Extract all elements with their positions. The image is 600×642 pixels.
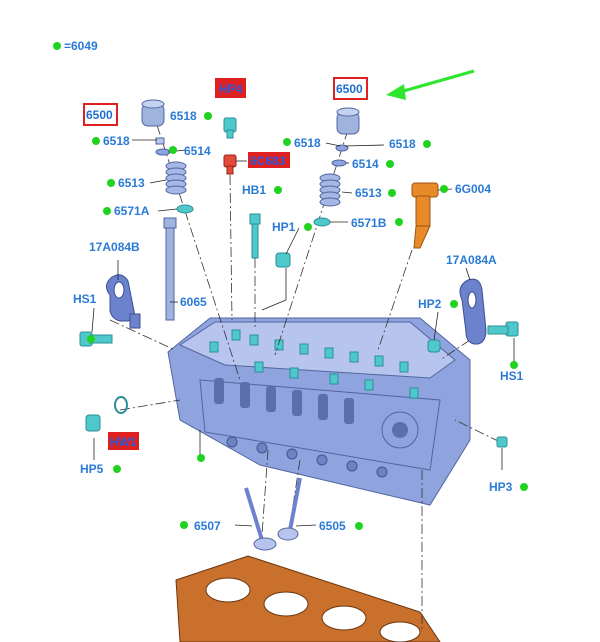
label-6518-a: 6518 xyxy=(170,109,197,123)
sensor-6g004 xyxy=(411,182,439,249)
hp5-plug xyxy=(85,414,101,432)
label-hs1-left: HS1 xyxy=(73,292,97,306)
label-6518-d: 6518 xyxy=(389,137,416,151)
arrow-icon xyxy=(386,69,475,100)
hs1-bolt-left xyxy=(79,331,113,347)
label-6065: 6065 xyxy=(180,295,207,309)
label-hs1-right: HS1 xyxy=(500,369,524,383)
hb1-bolt xyxy=(249,213,261,259)
right-valve-train xyxy=(313,107,360,227)
label-6518-b: 6518 xyxy=(103,134,130,148)
hp4-fitting xyxy=(223,117,237,139)
legend-text: =6049 xyxy=(64,39,98,53)
label-6500-left: 6500 xyxy=(86,108,113,122)
label-hw1: HW1 xyxy=(110,435,137,449)
valve-6505 xyxy=(277,477,302,541)
label-hb1: HB1 xyxy=(242,183,266,197)
hp3-plug xyxy=(496,436,508,448)
label-6513-b: 6513 xyxy=(355,186,382,200)
red-boxes xyxy=(83,77,368,450)
label-6500-right: 6500 xyxy=(336,82,363,96)
label-6505: 6505 xyxy=(319,519,346,533)
hp2-plug xyxy=(427,339,441,353)
label-6507: 6507 xyxy=(194,519,221,533)
sensor-6c683 xyxy=(223,154,237,175)
hs1-bolt-right xyxy=(487,321,519,337)
label-6c683: 6C683 xyxy=(250,154,286,168)
label-6g004: 6G004 xyxy=(455,182,491,196)
label-hp3: HP3 xyxy=(489,480,513,494)
hw1-washer xyxy=(114,396,128,414)
label-17a084a: 17A084A xyxy=(446,253,497,267)
label-6518-c: 6518 xyxy=(294,136,321,150)
head-gasket xyxy=(175,555,441,642)
label-6514-b: 6514 xyxy=(352,157,379,171)
label-6571a: 6571A xyxy=(114,204,150,218)
cylinder-head xyxy=(167,317,471,506)
bracket-17a084b xyxy=(106,274,141,329)
label-hp1: HP1 xyxy=(272,220,296,234)
label-hp5: HP5 xyxy=(80,462,104,476)
legend-dot xyxy=(53,42,61,50)
label-hp2: HP2 xyxy=(418,297,442,311)
hp1-plug xyxy=(275,252,291,268)
label-hp4: HP4 xyxy=(219,82,243,96)
label-6514-a: 6514 xyxy=(184,144,211,158)
label-17a084b: 17A084B xyxy=(89,240,140,254)
bolt-6065 xyxy=(163,217,177,321)
left-valve-train xyxy=(141,99,194,214)
bracket-17a084a xyxy=(459,278,487,345)
label-6513-a: 6513 xyxy=(118,176,145,190)
valve-6507 xyxy=(244,487,277,551)
label-6571b: 6571B xyxy=(351,216,387,230)
